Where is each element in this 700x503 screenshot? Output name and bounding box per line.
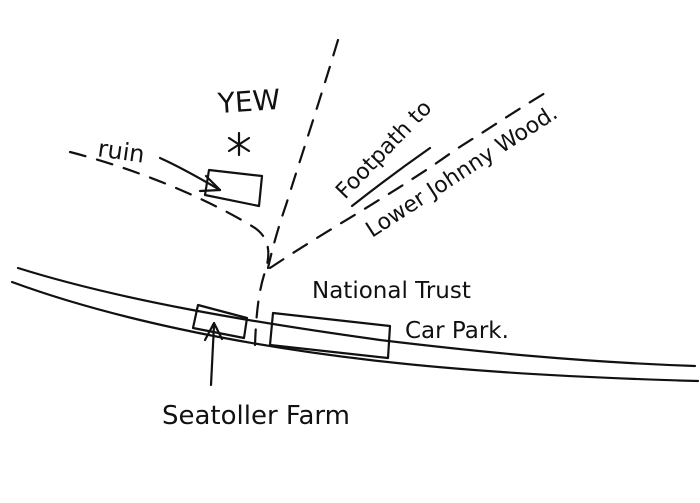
footpath-lower-johnny-wood [268,88,552,270]
ruin-lane [68,150,270,347]
ruin-building [203,168,264,208]
ruin-label: ruin [96,134,146,168]
ruin-arrow [158,156,222,192]
ruin-arrow-head [198,174,222,193]
footpath-underline [350,146,432,208]
footpath-label-line2: Lower Johnny Wood. [362,101,563,243]
car-park-label-line1: National Trust [312,278,471,304]
car-park-area [268,311,392,360]
yew-label: YEW [216,83,282,120]
car-park-label-line2: Car Park. [405,318,509,344]
seatoller-farm-building [191,303,249,340]
footpath-north [266,38,340,270]
arrow-up-icon [203,321,224,387]
road-lower-edge [10,280,700,383]
seatoller-farm-label: Seatoller Farm [162,401,350,431]
road-upper-edge [16,266,697,368]
asterisk-tree-icon [227,131,251,157]
